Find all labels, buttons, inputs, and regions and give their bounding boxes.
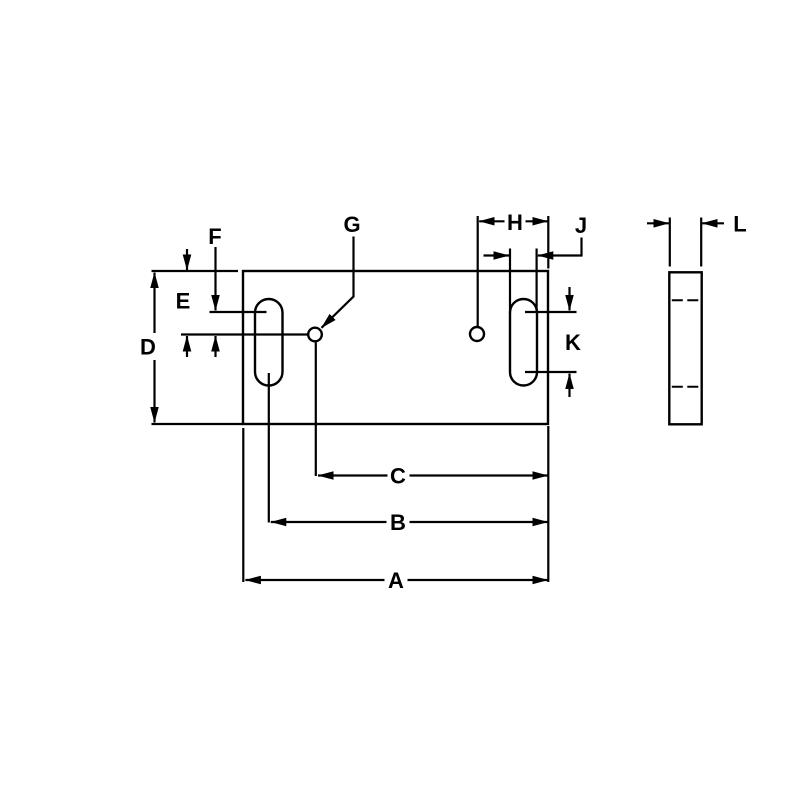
dimension-d [150, 269, 243, 426]
dimensions [150, 216, 724, 585]
dim-g-leader [320, 236, 355, 329]
dim-k-label: K [565, 330, 581, 355]
side-view-outline [668, 271, 703, 426]
dim-j-elbow-arrow [537, 237, 583, 260]
dimension-f [209, 247, 267, 357]
dimension-l [647, 217, 724, 267]
dim-e-label: E [176, 289, 191, 314]
dimension-b [267, 373, 549, 527]
dim-l-label: L [733, 212, 746, 237]
right-slot-cutout [508, 297, 539, 387]
dimension-k [525, 287, 577, 397]
dimension-a [242, 426, 550, 585]
dim-g-label: G [343, 212, 360, 237]
dim-f-label: F [208, 224, 221, 249]
dim-a-label: A [388, 568, 404, 593]
dim-h-label: H [507, 210, 523, 235]
plate-outline [241, 269, 550, 426]
right-hole [468, 325, 486, 343]
dim-j-label: J [575, 213, 587, 238]
dimension-c [314, 342, 549, 480]
dim-b-label: B [390, 510, 406, 535]
dimension-j [483, 237, 583, 313]
side-view [668, 271, 703, 426]
dimension-h [476, 216, 550, 327]
dim-c-label: C [390, 464, 406, 489]
dimension-labels: A B C D E F G H J K L [140, 210, 747, 593]
leader-g [320, 236, 355, 329]
dim-d-label: D [140, 335, 156, 360]
